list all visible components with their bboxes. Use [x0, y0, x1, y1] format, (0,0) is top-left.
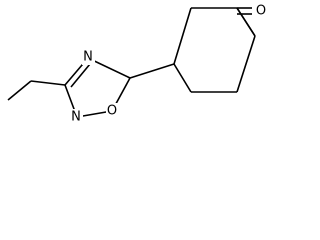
bond-ring-cyclohexane: [129, 63, 175, 79]
label-mask-n-bottom: [70, 109, 83, 125]
ethyl-group: [7, 80, 66, 101]
ketone-group: [236, 7, 256, 37]
atom-label-nitrogen-bottom: N: [71, 110, 81, 125]
cyclohexanone-ring: [173, 7, 256, 93]
bond-ethyl-ch3-ch2: [7, 80, 32, 101]
atom-label-nitrogen-top: N: [83, 50, 93, 65]
bond-c1-c2: [173, 7, 192, 65]
label-mask-n-top: [82, 49, 95, 65]
label-mask-o-ring: [106, 103, 119, 119]
bond-c3-n4-double: [70, 63, 91, 88]
bond-c6-c1: [173, 63, 192, 93]
atom-label-oxygen-ketone: O: [256, 4, 266, 19]
bond-carbonyl: [236, 7, 256, 37]
oxadiazole-ring: [64, 57, 131, 118]
chemical-structure-diagram: N N O O: [7, 3, 269, 125]
bond-ethyl-ch2-ring: [30, 80, 66, 86]
bond-c4-c5: [236, 35, 256, 93]
atom-label-oxygen-ring: O: [107, 104, 117, 119]
label-mask-o-ketone: [254, 3, 269, 19]
